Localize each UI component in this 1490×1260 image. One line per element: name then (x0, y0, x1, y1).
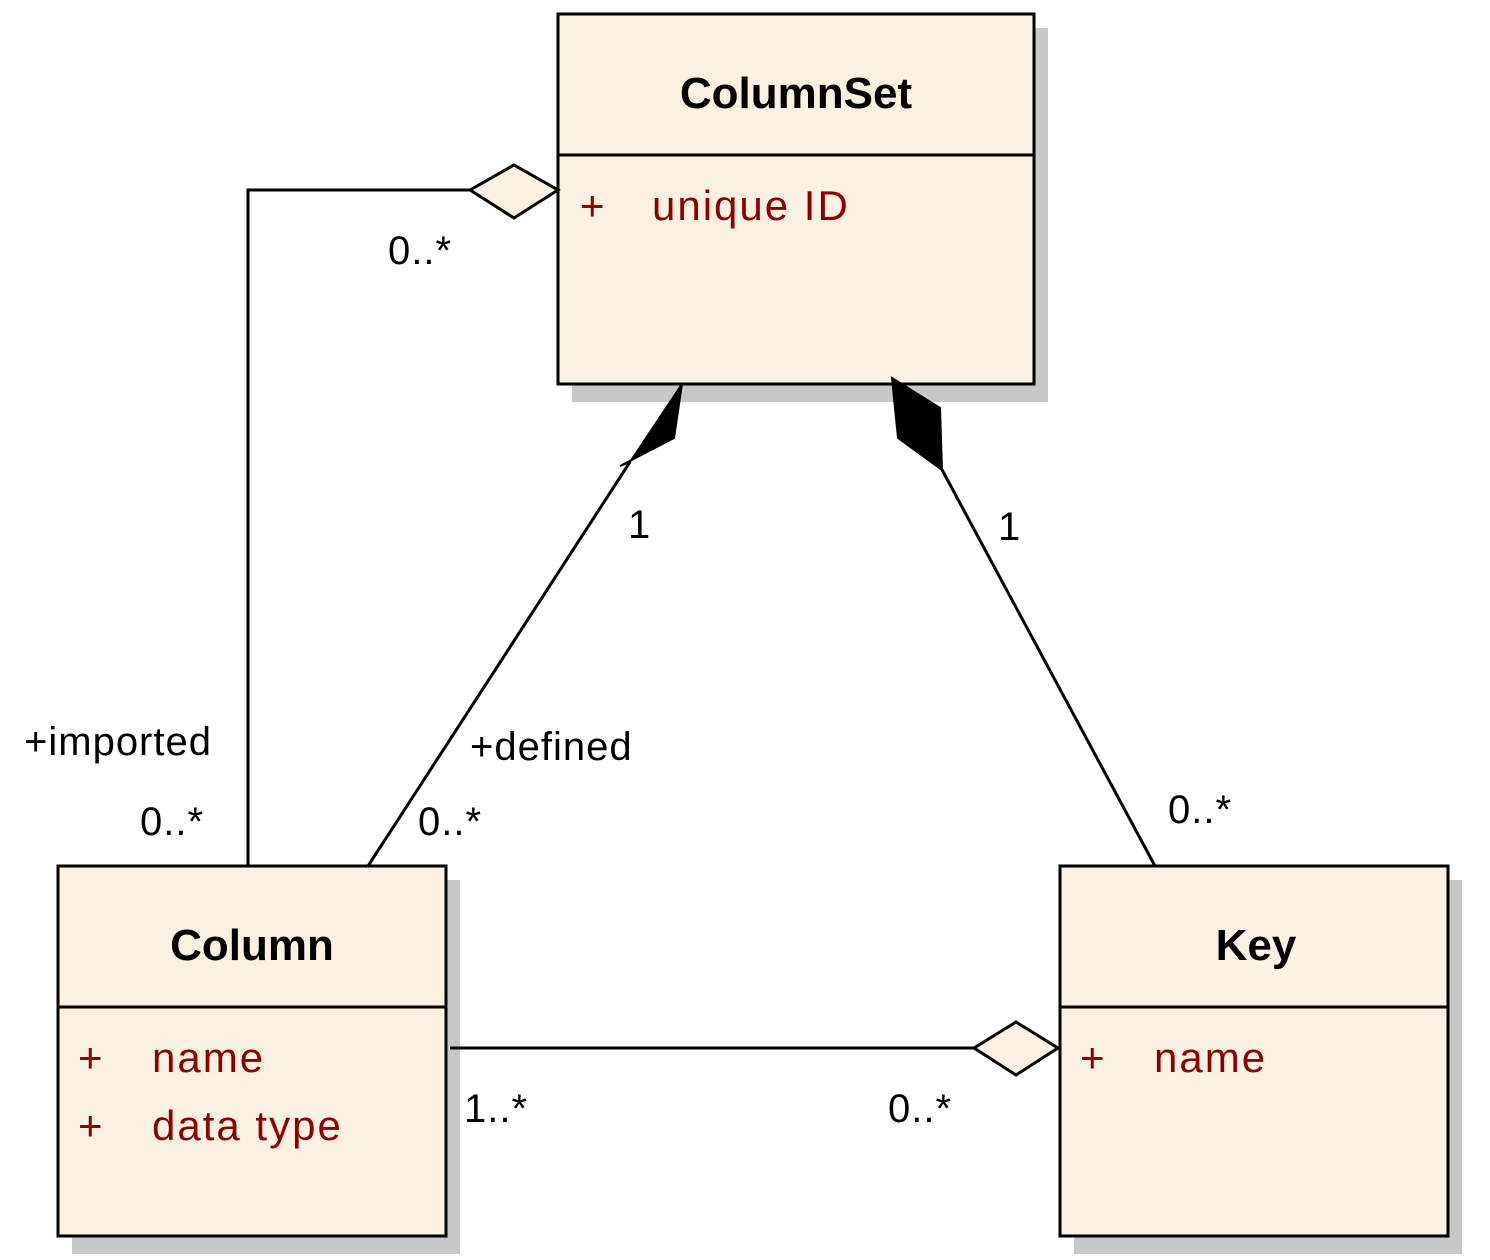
association-keys[interactable]: 1 0..* (890, 376, 1232, 867)
class-key[interactable]: Key + name (1058, 864, 1462, 1254)
class-columnset-attr-name: unique ID (652, 182, 850, 229)
composition-diamond-keys (890, 376, 944, 473)
class-column-attr-1-visibility: + (78, 1034, 105, 1081)
association-keys-line (938, 465, 1157, 867)
multiplicity-keys-columnset: 1 (998, 505, 1021, 549)
multiplicity-imported-columnset: 0..* (388, 229, 452, 273)
class-key-attr-visibility: + (1080, 1034, 1107, 1081)
class-key-title: Key (1216, 921, 1297, 970)
role-defined: +defined (470, 725, 633, 769)
multiplicity-defined-columnset: 1 (628, 503, 651, 547)
class-columnset-title: ColumnSet (680, 69, 913, 118)
multiplicity-key-columns-column: 1..* (464, 1087, 528, 1131)
multiplicity-defined-column: 0..* (418, 800, 482, 844)
association-imported[interactable]: 0..* +imported 0..* (24, 163, 561, 866)
class-columnset[interactable]: ColumnSet + unique ID (556, 12, 1048, 402)
class-key-box (1058, 864, 1450, 1238)
class-column-title: Column (170, 921, 334, 970)
aggregation-diamond-columnset-imported (467, 163, 561, 220)
multiplicity-key-columns-key: 0..* (888, 1087, 952, 1131)
role-imported: +imported (24, 720, 212, 764)
composition-diamond-defined (619, 383, 683, 467)
class-column-attr-2-visibility: + (78, 1102, 105, 1149)
aggregation-diamond-key (971, 1020, 1061, 1077)
class-column-attr-1-name: name (152, 1034, 265, 1081)
class-column[interactable]: Column + name + data type (56, 864, 460, 1254)
association-defined[interactable]: 1 +defined 0..* (366, 383, 683, 867)
multiplicity-keys-key: 0..* (1168, 788, 1232, 832)
class-columnset-attr-visibility: + (580, 182, 607, 229)
multiplicity-imported-column: 0..* (140, 800, 204, 844)
class-column-box (56, 864, 448, 1238)
association-key-columns[interactable]: 1..* 0..* (450, 1020, 1061, 1131)
association-imported-line (246, 188, 470, 866)
association-defined-line (366, 461, 632, 867)
class-column-attr-2-name: data type (152, 1102, 343, 1149)
class-key-attr-name: name (1154, 1034, 1267, 1081)
class-columnset-box (556, 12, 1036, 386)
